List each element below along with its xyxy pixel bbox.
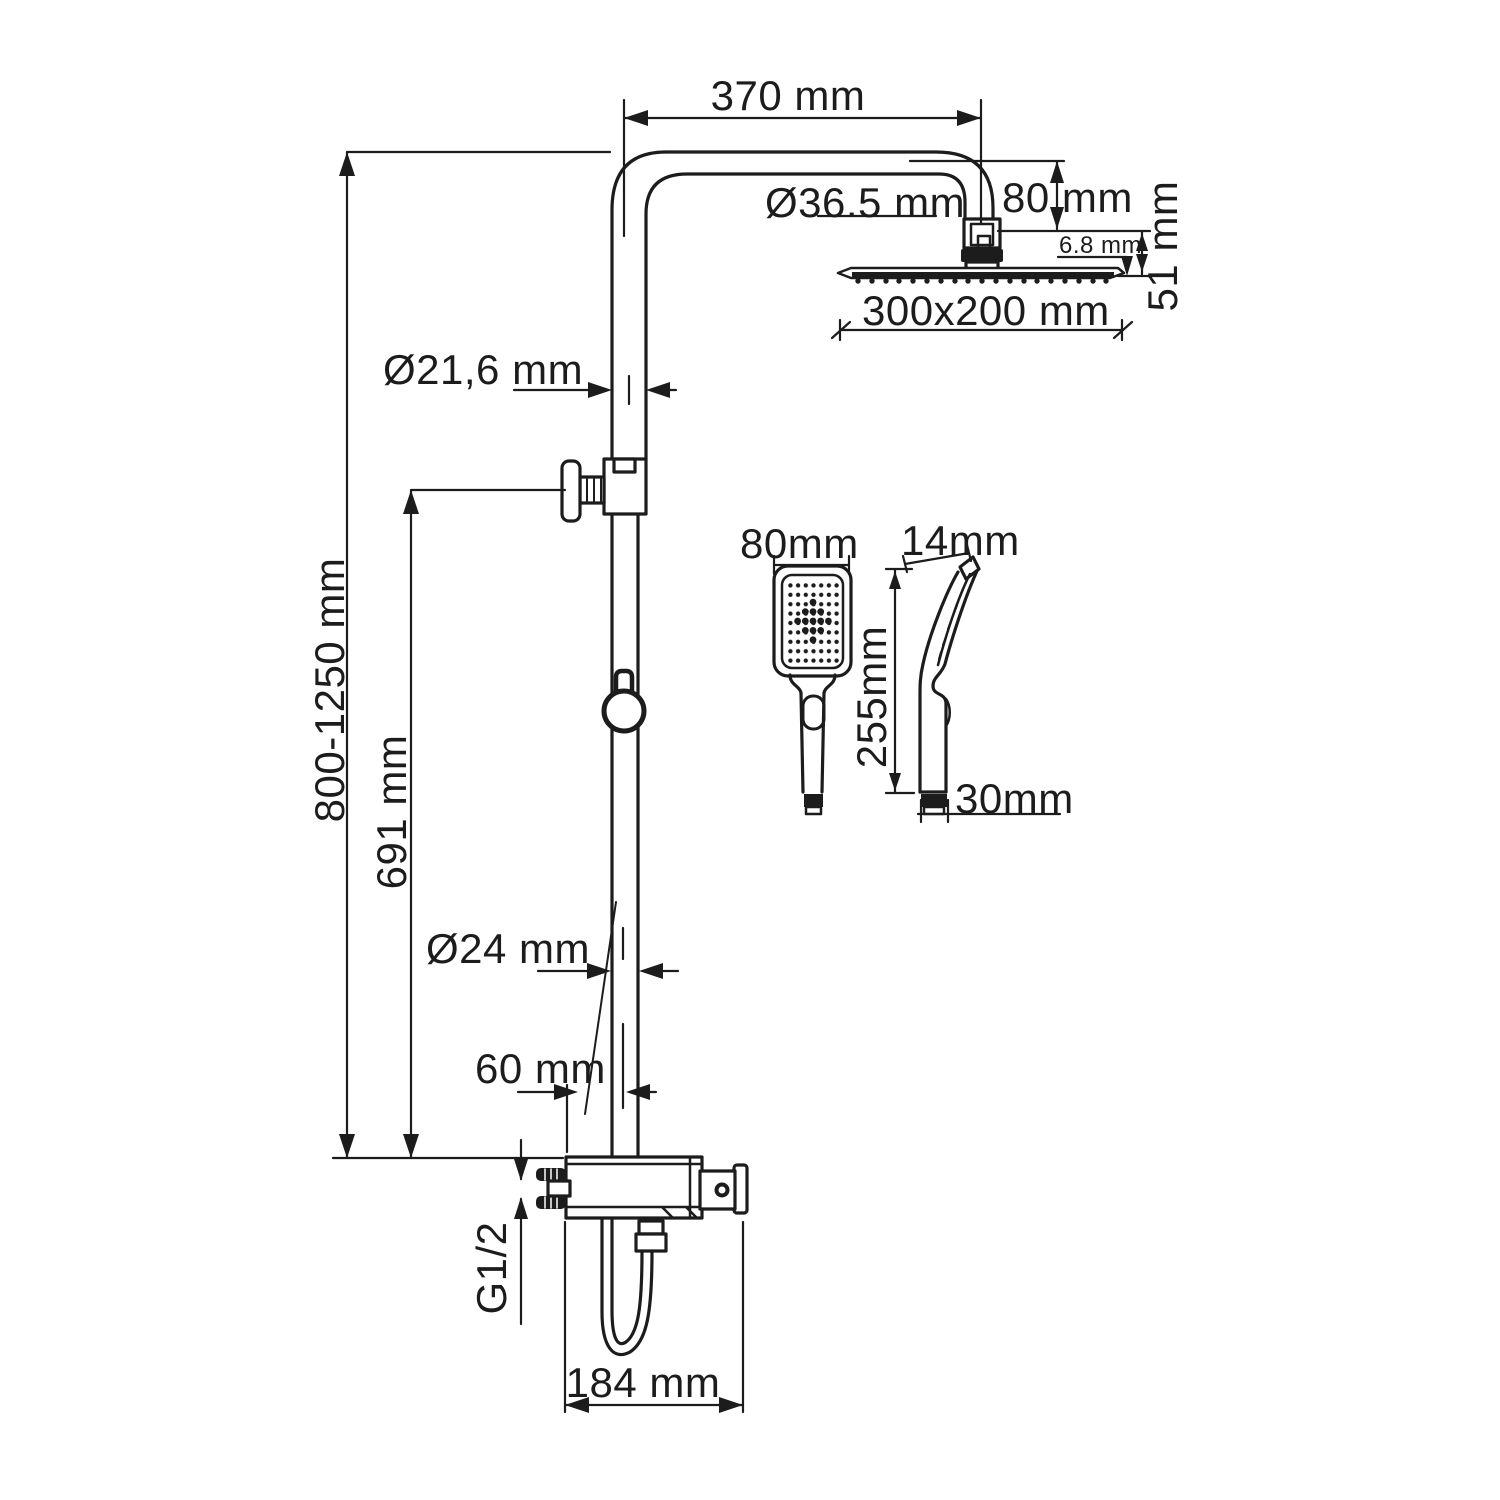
mixer-body bbox=[564, 1155, 704, 1220]
plate-dark-edge bbox=[852, 272, 1114, 278]
hs-mode-button bbox=[801, 694, 826, 731]
dim-head-offset-80 bbox=[908, 159, 1066, 231]
hs-center-jets bbox=[794, 598, 832, 644]
label-arm-diameter: Ø36.5 mm bbox=[765, 179, 966, 226]
hose-nut-lower bbox=[634, 1232, 668, 1253]
hs-side-face-dashes bbox=[938, 588, 964, 660]
dim-handshower-tip-14 bbox=[901, 543, 973, 574]
hs-hose-stub bbox=[804, 805, 823, 816]
label-head-size: 300x200 mm bbox=[862, 287, 1110, 334]
shower-hose bbox=[600, 1218, 668, 1357]
label-wall-offset: 60 mm bbox=[475, 1045, 606, 1092]
inlet-square bbox=[546, 1179, 572, 1198]
dim-handshower-width-80 bbox=[772, 554, 851, 576]
connector-swivel-band bbox=[961, 249, 1003, 262]
dimension-annotations bbox=[331, 98, 1154, 1414]
label-handshower-length: 255mm bbox=[848, 625, 895, 769]
hose-inner-wall bbox=[610, 1218, 644, 1346]
overhead-shower-plate bbox=[836, 266, 1126, 284]
label-overall-height: 800-1250 mm bbox=[306, 557, 353, 823]
label-upper-pipe-diameter: Ø21,6 mm bbox=[383, 346, 584, 393]
holder-ring bbox=[601, 688, 647, 734]
hs-side-back-edge bbox=[918, 570, 960, 794]
dim-thread-g12 bbox=[514, 1138, 528, 1326]
dim-head-height-51 bbox=[996, 229, 1154, 278]
dim-head-size-300x200 bbox=[830, 318, 1134, 342]
overhead-arm-connector bbox=[961, 217, 1003, 272]
hose-outer-wall bbox=[600, 1218, 654, 1357]
dim-overall-height-800-1250 bbox=[331, 150, 612, 1160]
hs-face-inset bbox=[780, 573, 845, 670]
label-handshower-width: 80mm bbox=[740, 520, 859, 567]
handshower-side-view bbox=[918, 555, 981, 816]
hs-side-front-edge bbox=[931, 569, 979, 794]
hs-bottom-cap bbox=[804, 794, 823, 807]
hs-side-face-line bbox=[936, 572, 972, 667]
mixer-bottom-seam bbox=[564, 1205, 704, 1219]
column-axis-line bbox=[584, 901, 617, 1115]
dim-bracket-height-691 bbox=[403, 488, 567, 1160]
handshower-front-view bbox=[772, 564, 853, 816]
label-head-offset: 80 mm bbox=[1002, 174, 1133, 221]
label-lower-pipe-diameter: Ø24 mm bbox=[426, 925, 591, 972]
hs-side-cap bbox=[921, 794, 947, 807]
spray-nozzles bbox=[855, 278, 1109, 284]
dim-handshower-length-255 bbox=[884, 567, 916, 795]
hose-nut-upper bbox=[637, 1219, 665, 1236]
label-handshower-cap-width: 30mm bbox=[955, 775, 1074, 822]
dim-lower-pipe-diameter bbox=[536, 926, 680, 1110]
hs-neck bbox=[788, 673, 837, 695]
label-thread-size: G1/2 bbox=[468, 1221, 515, 1315]
dim-mixer-width-184 bbox=[563, 1220, 745, 1414]
height-slider-bracket bbox=[560, 457, 648, 523]
shaft-thread-lines bbox=[586, 478, 602, 502]
shower-column-and-arm bbox=[584, 150, 995, 1157]
dim-wall-offset-60 bbox=[516, 1083, 658, 1154]
hs-side-tip bbox=[958, 555, 981, 581]
label-bracket-height: 691 mm bbox=[368, 734, 415, 890]
label-plate-thickness: 6.8 mm bbox=[1059, 232, 1143, 259]
dim-plate-thickness-6-8 bbox=[1056, 255, 1133, 276]
bracket-clip bbox=[612, 457, 637, 474]
thermostat-mixer-body bbox=[564, 1155, 704, 1220]
nipple-threads bbox=[544, 1168, 558, 1209]
label-arm-length: 370 mm bbox=[710, 72, 866, 119]
dim-handshower-cap-30 bbox=[916, 798, 1062, 824]
label-handshower-tip-width: 14mm bbox=[901, 517, 1020, 564]
handshower-holder bbox=[601, 668, 647, 734]
pipe-outer-edge bbox=[610, 150, 995, 1157]
wall-supply-nipples bbox=[536, 1168, 572, 1209]
label-mixer-width: 184 mm bbox=[565, 1359, 721, 1406]
label-head-height: 51 mm bbox=[1139, 180, 1186, 312]
pipe-inner-edge bbox=[644, 172, 967, 461]
handle-screw bbox=[714, 1182, 730, 1198]
connector-notch bbox=[976, 234, 992, 250]
hs-side-button bbox=[944, 697, 951, 728]
mixer-handle bbox=[698, 1163, 749, 1215]
dim-upper-pipe-diameter bbox=[512, 374, 678, 406]
